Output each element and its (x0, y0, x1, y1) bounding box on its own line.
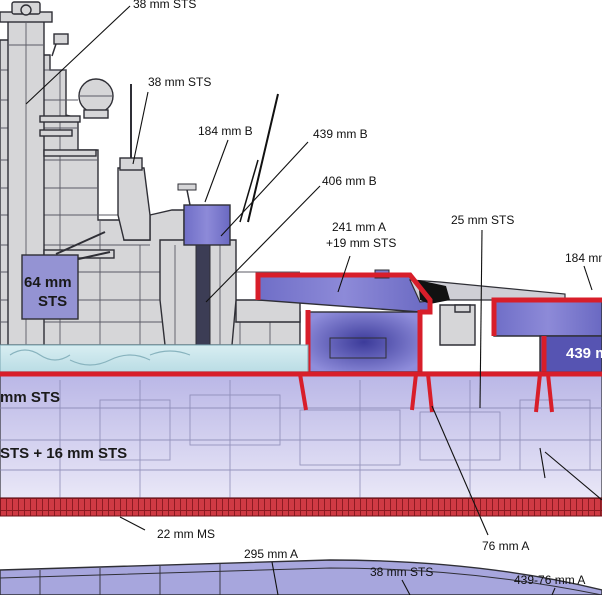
label-left-sts-16: STS + 16 mm STS (0, 445, 127, 462)
label-right-439: 439 m (566, 345, 602, 362)
main-turret (255, 269, 566, 373)
secondary-mast (117, 84, 151, 241)
label-tower-406-b: 406 mm B (322, 174, 377, 188)
label-turret-241-line2: +19 mm STS (326, 236, 396, 250)
label-mast-38-sts: 38 mm STS (148, 75, 211, 89)
label-tower-439-b: 439 mm B (313, 127, 368, 141)
leader-lines (25, 5, 602, 596)
conning-tower (177, 93, 279, 346)
label-bottom-22-ms: 22 mm MS (157, 527, 215, 541)
label-bottom-295-a: 295 mm A (244, 547, 298, 561)
label-bottom-439-76-a: 439-76 mm A (514, 573, 585, 587)
label-top-38-sts: 38 mm STS (133, 0, 196, 11)
label-turret-241-line1: 241 mm A (332, 220, 386, 234)
label-box-64-line2: STS (38, 293, 67, 310)
radome (78, 78, 114, 119)
label-deck-25-sts: 25 mm STS (451, 213, 514, 227)
label-right-184: 184 mm (565, 251, 602, 265)
label-bottom-38-sts: 38 mm STS (370, 565, 433, 579)
label-tower-184-b: 184 mm B (198, 124, 253, 138)
lower-hull (0, 559, 602, 596)
label-bottom-76-a: 76 mm A (482, 539, 529, 553)
hull (0, 371, 602, 517)
label-box-64-line1: 64 mm (24, 274, 72, 291)
label-left-mm-sts: mm STS (0, 389, 60, 406)
armored-box-64 (21, 254, 79, 320)
tower-platforms (39, 115, 115, 265)
waterline-band (0, 344, 309, 374)
second-turret (491, 297, 602, 375)
